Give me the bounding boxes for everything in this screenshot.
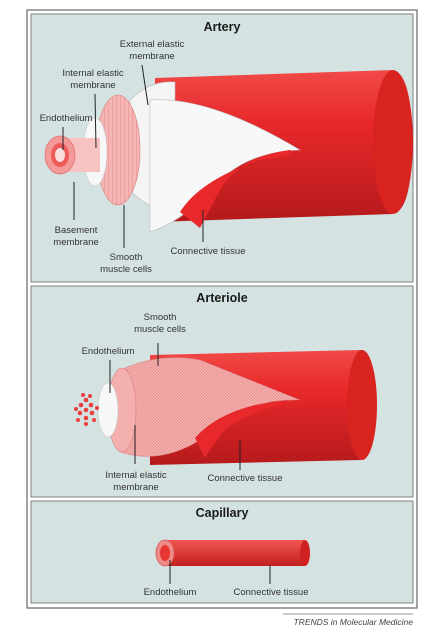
arteriole-tube-end [347,350,377,460]
label-internal-elastic-line2: membrane [70,80,115,91]
label-internal-elastic-line1: Internal elastic [62,68,124,79]
label-external-elastic-line1: External elastic [120,39,185,50]
label-connective-tissue: Connective tissue [171,246,246,257]
label-basement-line2: membrane [53,237,98,248]
label-internal-elastic-line1: Internal elastic [105,470,167,481]
arteriole-panel: Arteriole [31,286,413,497]
capillary-illustration [156,540,310,566]
label-internal-elastic-line2: membrane [113,482,158,493]
label-smooth-line1: Smooth [110,252,143,263]
label-endothelium: Endothelium [144,587,197,598]
capillary-tube [165,540,305,566]
arteriole-internal-elastic-ring [98,383,118,437]
label-endothelium: Endothelium [40,113,93,124]
artery-lumen-inner [55,148,65,162]
capillary-tube-end [300,540,310,566]
artery-panel: Artery [31,14,413,282]
label-smooth-line1: Smooth [144,312,177,323]
capillary-lumen [160,545,170,561]
artery-title: Artery [204,20,241,34]
credit-text: TRENDS in Molecular Medicine [293,617,413,627]
capillary-panel: Capillary Endothelium Connective tissue [31,501,413,603]
label-endothelium: Endothelium [82,346,135,357]
arteriole-title: Arteriole [196,291,247,305]
capillary-title: Capillary [196,506,249,520]
label-smooth-line2: muscle cells [134,324,186,335]
label-connective-tissue: Connective tissue [208,473,283,484]
label-basement-line1: Basement [55,225,98,236]
artery-tube-end [373,70,413,214]
label-connective-tissue: Connective tissue [234,587,309,598]
label-external-elastic-line2: membrane [129,51,174,62]
label-smooth-line2: muscle cells [100,264,152,275]
